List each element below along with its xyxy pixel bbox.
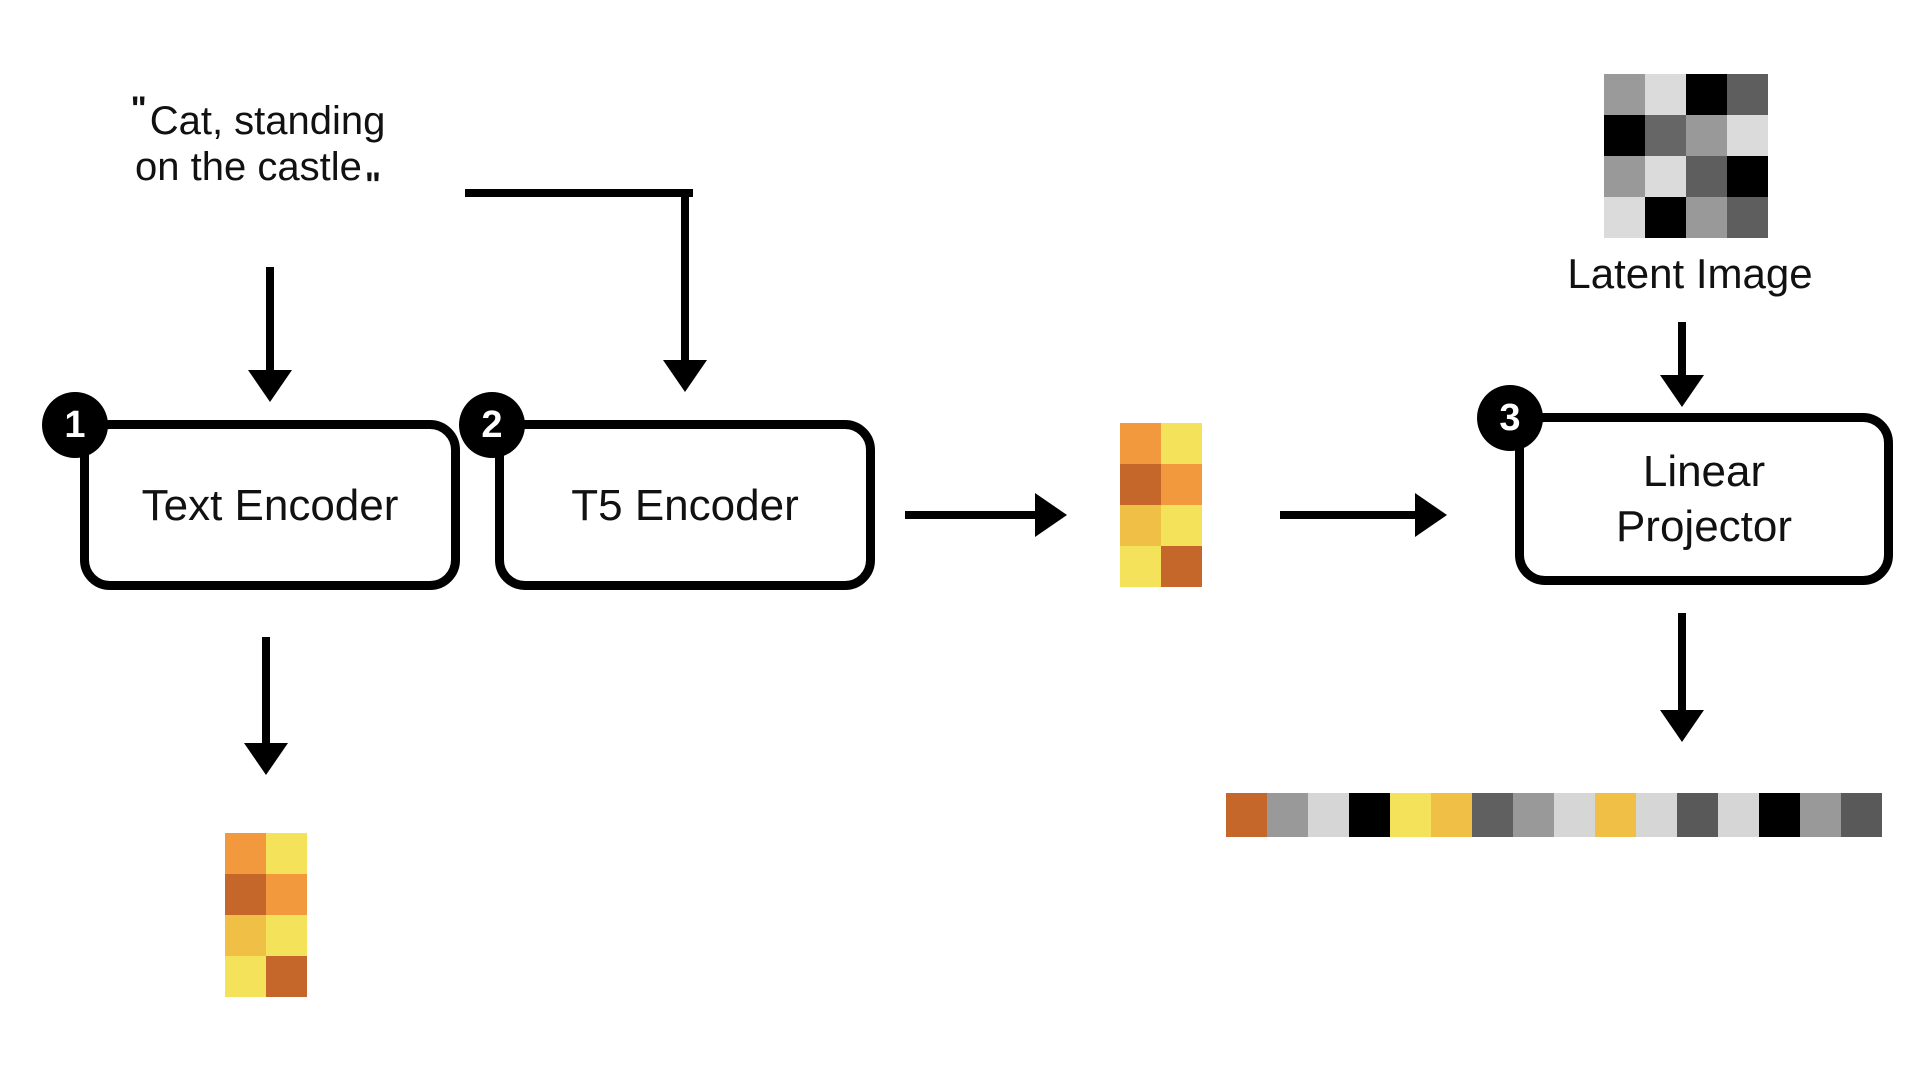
matrix-cell	[1645, 74, 1686, 115]
matrix-cell	[266, 874, 307, 915]
matrix-cell	[1120, 505, 1161, 546]
t5-encoder-box: T5 Encoder	[495, 420, 875, 590]
matrix-cell	[225, 874, 266, 915]
arrow-down-icon	[248, 370, 292, 402]
arrow-down-icon	[244, 743, 288, 775]
matrix-cell	[1604, 74, 1645, 115]
prompt-line-2: on the castle	[135, 145, 362, 189]
text-encoder-box: Text Encoder	[80, 420, 460, 590]
matrix-cell	[1645, 156, 1686, 197]
arrow-prompt-to-t5-vertical	[681, 189, 689, 360]
step-badge-3: 3	[1477, 385, 1543, 451]
matrix-cell	[1120, 546, 1161, 587]
arrow-down-icon	[1660, 710, 1704, 742]
step-badge-2: 2	[459, 392, 525, 458]
matrix-cell	[1120, 423, 1161, 464]
latent-image-matrix	[1604, 74, 1768, 238]
text-embedding-matrix	[225, 833, 307, 997]
matrix-cell	[1727, 197, 1768, 238]
matrix-cell	[1686, 156, 1727, 197]
close-quote: "	[364, 166, 381, 204]
matrix-cell	[1686, 74, 1727, 115]
matrix-cell	[266, 915, 307, 956]
matrix-cell	[225, 833, 266, 874]
arrow-down-icon	[663, 360, 707, 392]
arrow-projector-to-output-shaft	[1678, 613, 1686, 710]
matrix-cell	[1800, 793, 1841, 837]
matrix-cell	[225, 915, 266, 956]
matrix-cell	[1349, 793, 1390, 837]
matrix-cell	[1604, 197, 1645, 238]
matrix-cell	[1226, 793, 1267, 837]
matrix-cell	[1604, 156, 1645, 197]
matrix-cell	[1727, 74, 1768, 115]
t5-encoder-label: T5 Encoder	[571, 480, 799, 530]
arrow-latent-to-projector-shaft	[1678, 322, 1686, 375]
matrix-cell	[1267, 793, 1308, 837]
matrix-cell	[1686, 197, 1727, 238]
step-badge-1: 1	[42, 392, 108, 458]
step-badge-1-number: 1	[64, 403, 86, 446]
matrix-cell	[1595, 793, 1636, 837]
matrix-cell	[1727, 115, 1768, 156]
output-vector-strip	[1226, 793, 1882, 837]
linear-projector-label: Linear Projector	[1615, 447, 1793, 551]
fused-embedding-matrix	[1120, 423, 1202, 587]
arrow-down-icon	[1660, 375, 1704, 407]
matrix-cell	[1472, 793, 1513, 837]
step-badge-2-number: 2	[481, 403, 503, 446]
linear-projector-box: Linear Projector	[1515, 413, 1893, 585]
matrix-cell	[1677, 793, 1718, 837]
matrix-cell	[1161, 423, 1202, 464]
matrix-cell	[1759, 793, 1800, 837]
matrix-cell	[1727, 156, 1768, 197]
arrow-prompt-to-t5-horizontal	[465, 189, 693, 197]
matrix-cell	[1161, 546, 1202, 587]
matrix-cell	[1686, 115, 1727, 156]
matrix-cell	[1120, 464, 1161, 505]
matrix-cell	[1841, 793, 1882, 837]
matrix-cell	[1431, 793, 1472, 837]
prompt-text: "Cat, standing on the castle"	[88, 90, 428, 204]
matrix-cell	[1390, 793, 1431, 837]
arrow-text-encoder-to-embedding-shaft	[262, 637, 270, 743]
arrow-t5-to-embedding-shaft	[905, 511, 1035, 519]
matrix-cell	[266, 833, 307, 874]
matrix-cell	[1604, 115, 1645, 156]
matrix-cell	[1513, 793, 1554, 837]
matrix-cell	[1161, 505, 1202, 546]
matrix-cell	[1718, 793, 1759, 837]
open-quote: "	[130, 90, 147, 128]
arrow-embedding-to-projector-shaft	[1280, 511, 1415, 519]
arrow-right-icon	[1415, 493, 1447, 537]
arrow-prompt-to-text-encoder-shaft	[266, 267, 274, 370]
prompt-line-1: Cat, standing	[149, 99, 386, 143]
text-encoder-label: Text Encoder	[141, 480, 399, 530]
arrow-right-icon	[1035, 493, 1067, 537]
step-badge-3-number: 3	[1499, 396, 1521, 439]
matrix-cell	[225, 956, 266, 997]
matrix-cell	[1636, 793, 1677, 837]
matrix-cell	[266, 956, 307, 997]
matrix-cell	[1308, 793, 1349, 837]
matrix-cell	[1161, 464, 1202, 505]
latent-image-label: Latent Image	[1567, 250, 1813, 297]
matrix-cell	[1645, 115, 1686, 156]
matrix-cell	[1554, 793, 1595, 837]
matrix-cell	[1645, 197, 1686, 238]
